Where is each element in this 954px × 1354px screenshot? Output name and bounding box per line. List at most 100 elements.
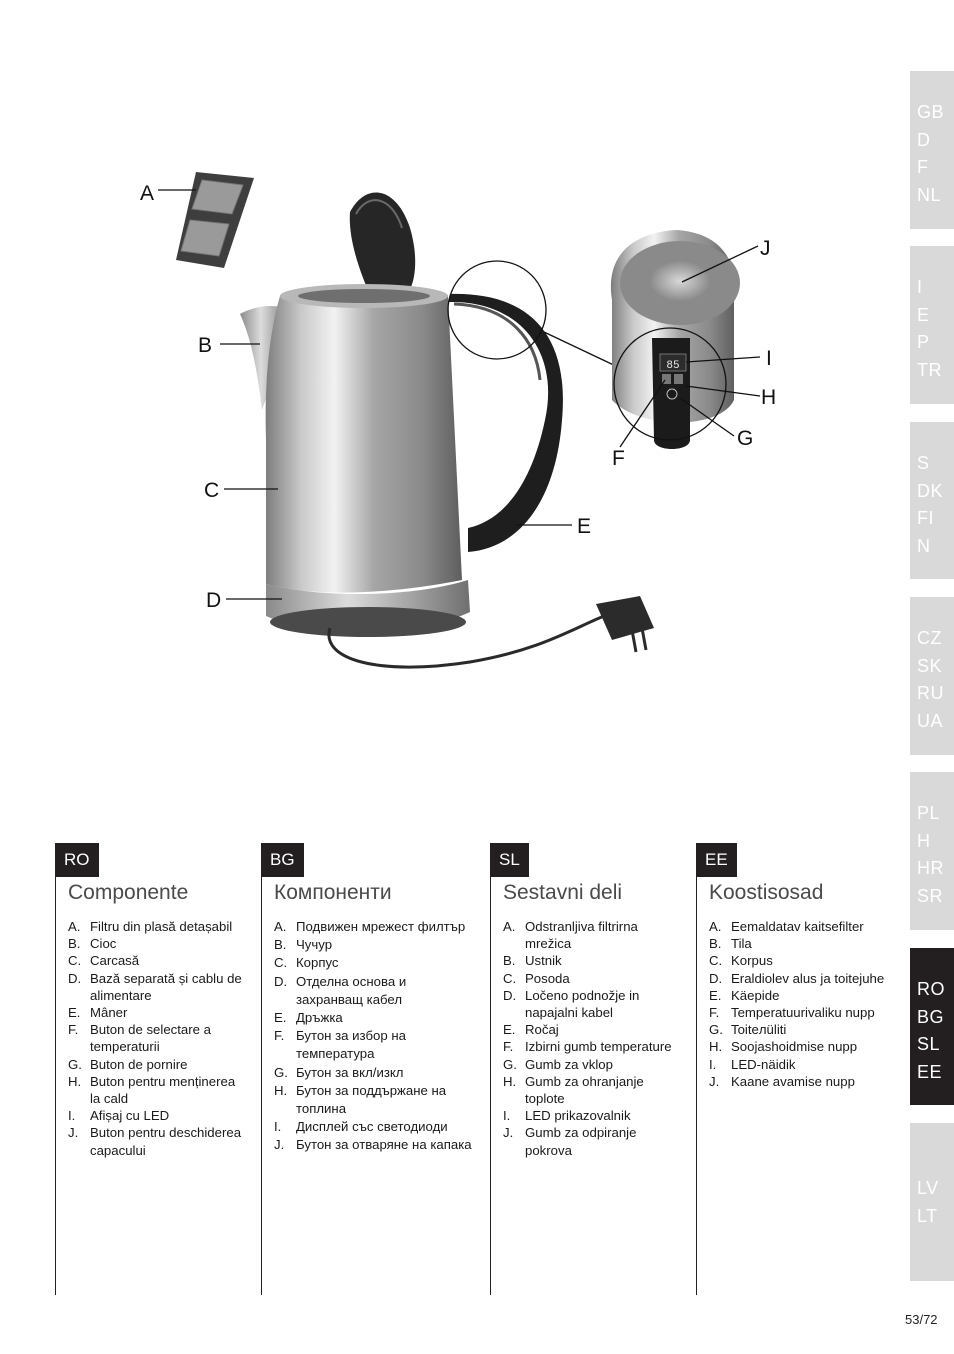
- figure-label-c: C: [204, 479, 219, 502]
- language-code: DK: [917, 480, 944, 501]
- figure-label-a: A: [140, 182, 154, 205]
- language-code: CZ: [917, 628, 942, 648]
- language-code: LT: [917, 1205, 938, 1226]
- language-code: RO: [917, 979, 945, 999]
- language-code: RU: [917, 683, 944, 703]
- list-item: I.Afișaj cu LED: [68, 1108, 170, 1124]
- list-item: C.Posoda: [503, 970, 570, 986]
- language-code: BG: [917, 1006, 945, 1027]
- language-code: LV: [917, 1178, 939, 1198]
- language-tab-group-5[interactable]: PL H HR SR: [910, 772, 954, 930]
- language-tab-group-1[interactable]: GB D F NL: [910, 71, 954, 229]
- language-code: E: [917, 304, 930, 325]
- list-item: J.Бутон за отваряне на капака: [274, 1137, 472, 1153]
- language-code-badge: RO: [56, 843, 99, 877]
- language-tab-group-7[interactable]: LV LT: [910, 1123, 954, 1281]
- list-item: D.Eraldiolev alus ja toitejuhe: [709, 970, 885, 986]
- language-code: FI: [917, 508, 934, 528]
- language-code: HR: [917, 858, 944, 878]
- figure-label-i: I: [766, 347, 772, 370]
- list-item: C.Korpus: [709, 953, 773, 969]
- list-item: I.LED prikazovalnik: [503, 1108, 631, 1124]
- list-item: A.Filtru din plasă detașabil: [68, 919, 233, 934]
- language-code: I: [917, 277, 923, 297]
- list-item: E.Дръжка: [274, 1010, 343, 1026]
- language-column-sl: SL Sestavni deli A.Odstranljiva filtrirn…: [490, 843, 696, 1295]
- list-item: A.Eemaldatav kaitsefilter: [709, 919, 864, 934]
- figure-label-j: J: [760, 237, 771, 260]
- column-title: Koostisosad: [709, 881, 824, 904]
- language-column-ro: RO Componente A.Filtru din plasă detașab…: [55, 843, 261, 1295]
- language-tab-group-3[interactable]: S DK FI N: [910, 422, 954, 579]
- language-code: NL: [917, 184, 942, 205]
- language-code: UA: [917, 710, 944, 731]
- figure-label-h: H: [761, 386, 776, 409]
- list-item: F.Izbirni gumb temperature: [503, 1039, 672, 1055]
- list-item: G.Buton de pornire: [68, 1056, 188, 1072]
- figure-label-f: F: [612, 447, 625, 470]
- column-title: Компоненти: [274, 881, 392, 904]
- language-code: SK: [917, 655, 943, 676]
- page-number: 53/72: [905, 1312, 938, 1327]
- led-display-value: 85: [666, 360, 679, 372]
- language-tab-group-4[interactable]: CZ SK RU UA: [910, 597, 954, 755]
- leader-lines: [158, 189, 761, 600]
- list-item: F.Temperatuurivaliku nupp: [709, 1005, 875, 1021]
- language-code: D: [917, 129, 931, 150]
- language-code: GB: [917, 102, 945, 122]
- language-code: EE: [917, 1061, 943, 1082]
- kettle-control-panel-view: 85: [610, 230, 740, 449]
- mesh-filter-part: [176, 172, 254, 268]
- figure-label-e: E: [577, 515, 591, 538]
- language-code: SR: [917, 885, 944, 906]
- list-item: G.Gumb za vklop: [503, 1056, 613, 1072]
- list-item: E.Ročaj: [503, 1022, 559, 1038]
- list-item: B.Cioc: [68, 936, 117, 952]
- component-list: A.Filtru din plasă detașabil B.Cioc C.Ca…: [68, 918, 242, 1159]
- zoom-circle: [447, 260, 547, 360]
- list-item: B.Tila: [709, 936, 752, 952]
- language-code: SL: [917, 1034, 941, 1054]
- list-item: A.Подвижен мрежест филтър: [274, 919, 466, 934]
- list-item: G.Бутон за вкл/изкл: [274, 1064, 404, 1080]
- language-code: S: [917, 453, 930, 473]
- figure-label-g: G: [737, 427, 753, 450]
- language-code: P: [917, 332, 930, 352]
- component-list: A.Подвижен мрежест филтър B.Чучур C.Корп…: [274, 918, 472, 1155]
- language-code: PL: [917, 803, 941, 823]
- language-column-ee: EE Koostisosad A.Eemaldatav kaitsefilter…: [696, 843, 902, 1295]
- list-item: C.Carcasă: [68, 953, 140, 969]
- figure-label-b: B: [198, 334, 212, 357]
- language-code: F: [917, 157, 929, 177]
- kettle-main-body: [240, 192, 654, 669]
- language-tab-group-2[interactable]: I E P TR: [910, 246, 954, 404]
- list-item: C.Корпус: [274, 955, 339, 971]
- language-code-badge: SL: [491, 843, 529, 877]
- language-code: H: [917, 830, 931, 851]
- list-item: G.Toiteлüliti: [709, 1022, 787, 1038]
- language-tab-group-6-active[interactable]: RO BG SL EE: [910, 948, 954, 1105]
- language-code-badge: EE: [697, 843, 737, 877]
- list-item: B.Ustnik: [503, 953, 562, 969]
- list-item: I.LED-näidik: [709, 1056, 796, 1072]
- language-code: N: [917, 535, 931, 556]
- list-item: I.Дисплей със светодиоди: [274, 1119, 448, 1135]
- list-item: H.Soojashoidmise nupp: [709, 1039, 858, 1055]
- language-code: TR: [917, 359, 942, 380]
- list-item: E.Mâner: [68, 1005, 128, 1021]
- column-title: Sestavni deli: [503, 881, 623, 904]
- component-list: A.Eemaldatav kaitsefilter B.Tila C.Korpu…: [709, 918, 884, 1090]
- language-column-bg: BG Компоненти A.Подвижен мрежест филтър …: [261, 843, 490, 1295]
- kettle-diagram: 85 A B C D E F G H I J: [140, 172, 776, 669]
